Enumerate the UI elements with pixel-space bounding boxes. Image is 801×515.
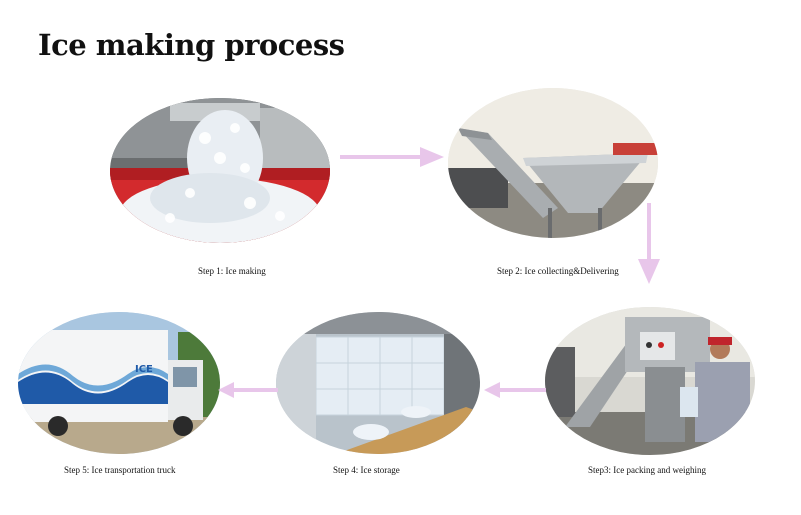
- step-2-photo: [448, 88, 658, 238]
- arrow-step2-to-step3: [638, 203, 660, 284]
- page-title: Ice making process: [38, 28, 345, 62]
- step-3-photo: [545, 307, 755, 455]
- arrow-step1-to-step2: [340, 147, 444, 167]
- step-4-caption: Step 4: Ice storage: [333, 465, 400, 475]
- step-1-photo: [110, 98, 330, 243]
- step-2-caption: Step 2: Ice collecting&Delivering: [497, 266, 619, 276]
- step-1-caption: Step 1: Ice making: [198, 266, 266, 276]
- truck-logo-text: ICE: [135, 364, 153, 375]
- arrow-step3-to-step4: [484, 382, 546, 398]
- step-3-caption: Step3: Ice packing and weighing: [588, 465, 706, 475]
- arrow-step4-to-step5: [218, 382, 278, 398]
- step-5-caption: Step 5: Ice transportation truck: [64, 465, 176, 475]
- step-4-photo: [276, 312, 480, 454]
- step-5-photo: [18, 312, 220, 454]
